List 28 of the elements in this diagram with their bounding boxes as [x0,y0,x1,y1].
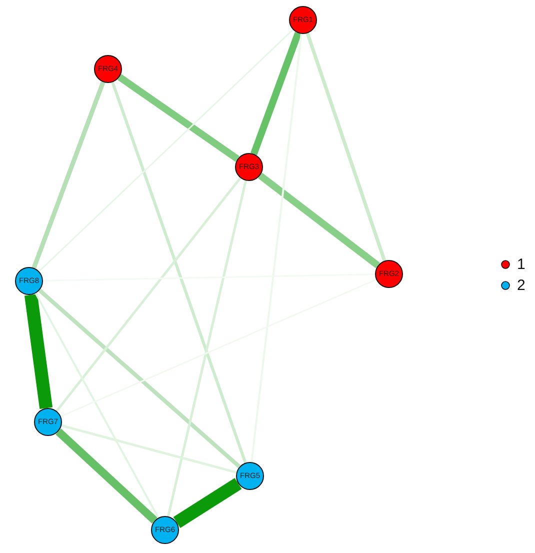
connection-line [42,274,376,282]
connection-line [56,177,242,412]
connection-line [56,428,158,524]
legend-label: 2 [517,278,526,293]
connection-line [61,424,237,474]
node-circle [236,462,264,490]
connection-line [250,34,302,462]
connection-line [166,180,248,517]
connection-line [111,82,247,464]
connection-line [258,172,380,268]
connection-line [60,278,376,418]
node-circle [289,6,317,34]
connection-line [24,294,53,409]
node-circle [375,260,403,288]
connection-line [38,288,241,468]
node-circle [235,153,263,181]
node-circle [34,408,62,436]
connection-line [250,32,302,156]
legend-label: 1 [517,257,526,272]
connection-line [118,74,240,162]
node-circle [151,516,179,544]
node-circle [94,55,122,83]
connection-line [32,81,106,269]
connection-line [34,292,160,518]
connection-line [173,478,242,528]
connection-line [306,32,386,262]
connection-line [38,29,294,272]
node-circle [15,267,43,295]
